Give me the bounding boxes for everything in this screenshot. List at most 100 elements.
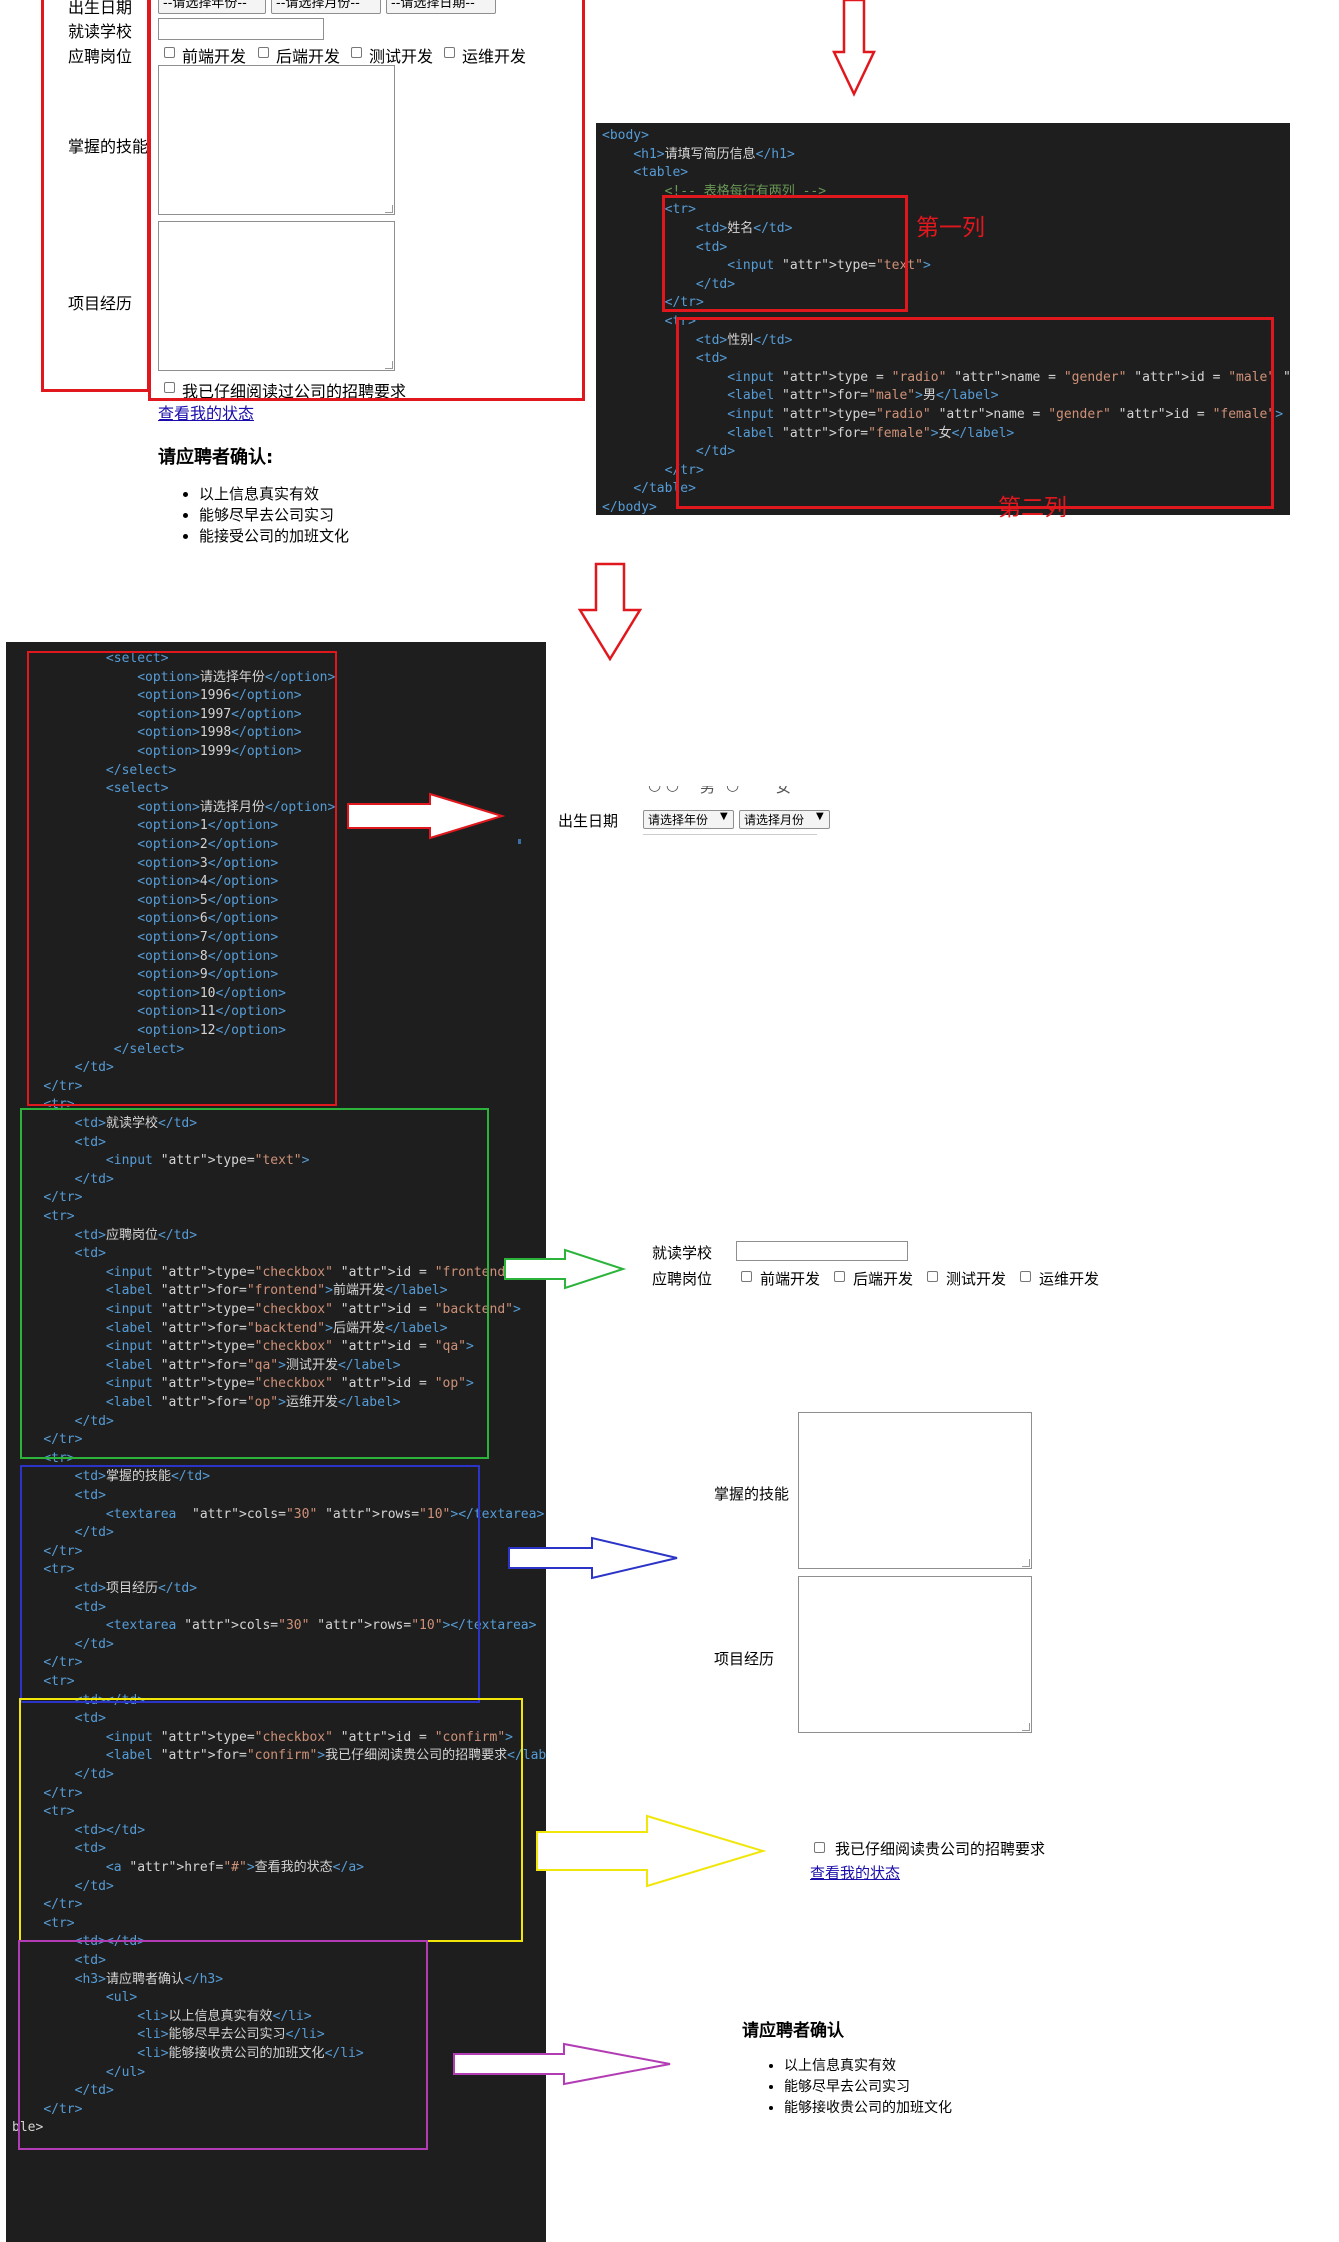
backend-checkbox[interactable]	[834, 1271, 845, 1282]
code-line: <option>3</option>	[137, 855, 279, 871]
skills-textarea[interactable]	[798, 1412, 1032, 1569]
backend-checkbox[interactable]	[258, 47, 269, 58]
code-line: <td>掌握的技能</td>	[74, 1469, 211, 1485]
code-line: </td>	[74, 1413, 114, 1429]
code-line: <input "attr">type = "radio" "attr">name…	[727, 369, 1290, 385]
op-checkbox[interactable]	[444, 47, 455, 58]
list-item: 以上信息真实有效	[199, 484, 349, 505]
label-column-highlight	[41, 0, 150, 392]
day-select[interactable]: --请选择日期--	[386, 0, 496, 14]
code-line: <option>5</option>	[137, 892, 279, 908]
code-line: <option>9</option>	[137, 967, 279, 983]
projects-label: 项目经历	[714, 1650, 775, 1668]
frontend-checkbox[interactable]	[741, 1271, 752, 1282]
year-select[interactable]: --请选择年份--	[158, 0, 266, 14]
code-line: <input "attr">type="checkbox" "attr">id …	[105, 1264, 521, 1280]
code-line: <option>1</option>	[137, 818, 279, 834]
status-link[interactable]: 查看我的状态	[158, 404, 255, 423]
code-line: </tr>	[43, 1078, 83, 1094]
code-line: <input "attr">type="checkbox" "attr">id …	[105, 1376, 474, 1392]
code-line: <option>1996</option>	[137, 688, 302, 704]
code-line: <option>10</option>	[137, 985, 286, 1001]
code-panel-form: <select> <option>请选择年份</option> <option>…	[6, 642, 546, 2242]
confirm-block-highlight	[19, 1698, 523, 1942]
code-line: <td>性别</td>	[695, 332, 793, 348]
second-column-highlight	[676, 317, 1274, 509]
qa-checkbox[interactable]	[927, 1271, 938, 1282]
code-line: <option>1999</option>	[137, 744, 302, 759]
right-arrow-icon	[508, 1536, 678, 1580]
code-line: <tr>	[43, 1915, 75, 1931]
code-line: </td>	[74, 1636, 114, 1652]
code-line: <input "attr">type="checkbox" "attr">id …	[105, 1729, 513, 1745]
confirm-label: 我已仔细阅读贵公司的招聘要求	[835, 1840, 1046, 1858]
code-line: <h1>请填写简历信息</h1>	[633, 146, 795, 162]
code-line: <label "attr">for="frontend">前端开发</label…	[105, 1283, 448, 1299]
skills-label: 掌握的技能	[714, 1485, 790, 1503]
code-line: <li>以上信息真实有效</li>	[137, 2008, 312, 2024]
code-line: <tr>	[664, 202, 696, 218]
code-line: <input "attr">type="checkbox" "attr">id …	[105, 1302, 521, 1317]
radio-male-label: 男	[700, 786, 716, 796]
code-line: </td>	[695, 444, 736, 460]
list-block-highlight	[18, 1940, 428, 2150]
year-select[interactable]: 请选择年份	[643, 810, 734, 829]
skills-label: 掌握的技能	[68, 137, 149, 156]
code-line: <td>	[74, 1841, 106, 1857]
code-line: <option>1997</option>	[137, 706, 302, 722]
code-line: </select>	[105, 762, 177, 778]
code-line: <tr>	[43, 1804, 75, 1820]
chevron-down-icon: ▼	[720, 811, 728, 822]
backend-label: 后端开发	[853, 1270, 914, 1288]
month-select[interactable]: 请选择月份	[739, 810, 830, 829]
code-line: <td>姓名</td>	[695, 221, 793, 236]
backend-label: 后端开发	[276, 47, 341, 66]
code-line: <textarea "attr">cols="30" "attr">rows="…	[105, 1618, 537, 1634]
skills-textarea[interactable]	[158, 65, 395, 215]
frontend-checkbox[interactable]	[164, 47, 175, 58]
projects-textarea[interactable]	[798, 1576, 1032, 1733]
first-column-annotation: 第一列	[916, 215, 985, 241]
code-line: <label "attr">for="confirm">我已仔细阅读贵公司的招聘…	[105, 1748, 546, 1764]
confirm-checkbox[interactable]	[164, 382, 175, 393]
frontend-label: 前端开发	[760, 1270, 821, 1288]
school-input[interactable]	[158, 18, 324, 40]
code-line: </td>	[74, 2083, 114, 2099]
code-line: </tr>	[43, 1190, 83, 1206]
code-line: <table>	[633, 165, 689, 181]
confirm-heading: 请应聘者确认	[742, 2021, 844, 2041]
op-label: 运维开发	[462, 47, 527, 66]
code-line: </table>	[633, 481, 696, 497]
code-line: <option>12</option>	[137, 1023, 286, 1038]
code-line: <label "attr">for="qa">测试开发</label>	[105, 1357, 401, 1373]
code-line: </body>	[602, 500, 657, 515]
code-line: <h3>请应聘者确认</h3>	[74, 1971, 224, 1987]
qa-checkbox[interactable]	[351, 47, 362, 58]
divider	[643, 834, 817, 835]
right-arrow-icon	[453, 2042, 671, 2086]
code-line: <textarea "attr">cols="30" "attr">rows="…	[105, 1506, 545, 1522]
code-line: <td>	[74, 1599, 106, 1615]
op-checkbox[interactable]	[1020, 1271, 1031, 1282]
right-arrow-icon	[504, 1248, 627, 1290]
code-line: </tr>	[43, 1897, 83, 1913]
position-label: 应聘岗位	[652, 1270, 713, 1288]
confirm-heading: 请应聘者确认:	[158, 447, 274, 468]
code-line: <td>应聘岗位</td>	[74, 1227, 198, 1243]
school-input[interactable]	[736, 1241, 908, 1261]
status-link[interactable]: 查看我的状态	[810, 1864, 901, 1882]
confirm-checkbox[interactable]	[814, 1842, 825, 1853]
code-line: <td>	[74, 1134, 106, 1150]
form-outer-highlight	[148, 0, 585, 401]
code-line: </td>	[74, 1878, 114, 1894]
code-line: <option>请选择月份</option>	[137, 799, 336, 815]
code-line: <option>7</option>	[137, 930, 279, 945]
code-line: <td></td>	[74, 1822, 146, 1838]
code-line: </td>	[74, 1525, 114, 1541]
code-line: <input "attr">type="checkbox" "attr">id …	[105, 1339, 474, 1355]
code-line: <li>能够尽早去公司实习</li>	[137, 2027, 325, 2043]
input-block-highlight	[20, 1108, 489, 1459]
projects-textarea[interactable]	[158, 221, 395, 371]
month-select[interactable]: --请选择月份--	[271, 0, 381, 14]
code-line: <td>	[74, 1711, 106, 1727]
